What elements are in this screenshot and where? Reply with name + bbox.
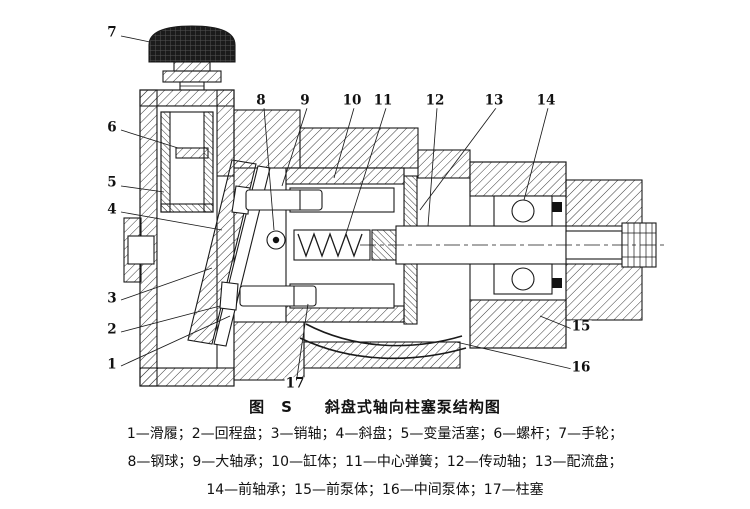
legend-line-2: 8—钢球；9—大轴承；10—缸体；11—中心弹簧；12—传动轴；13—配流盘；: [127, 454, 623, 470]
legend-line-3: 14—前轴承；15—前泵体；16—中间泵体；17—柱塞: [206, 482, 544, 498]
left-flange: [123, 217, 155, 283]
callout-4: 4: [106, 201, 118, 218]
callout-3: 3: [106, 290, 118, 307]
flow-channel: [299, 323, 467, 360]
callout-11: 11: [372, 92, 394, 109]
figure-legend: 1—滑履；2—回程盘；3—销轴；4—斜盘；5—变量活塞；6—螺杆；7—手轮； 8…: [0, 420, 750, 504]
callout-8: 8: [255, 92, 267, 109]
callout-7: 7: [106, 24, 118, 41]
pistons: [219, 185, 323, 311]
variable-piston: [160, 111, 214, 213]
central-spring: [297, 232, 363, 258]
callout-16: 16: [570, 359, 592, 376]
figure-caption: 图 S 斜盘式轴向柱塞泵结构图: [249, 398, 501, 416]
callout-17: 17: [284, 375, 306, 392]
handwheel: [148, 25, 236, 83]
callout-1: 1: [106, 356, 118, 373]
callout-10: 10: [341, 92, 363, 109]
leader-lines: [120, 35, 573, 378]
legend-line-1: 1—滑履；2—回程盘；3—销轴；4—斜盘；5—变量活塞；6—螺杆；7—手轮；: [126, 426, 624, 442]
callout-6: 6: [106, 119, 118, 136]
callout-9: 9: [299, 92, 311, 109]
callout-2: 2: [106, 321, 118, 338]
callout-14: 14: [535, 92, 557, 109]
drive-shaft: [360, 222, 668, 268]
callout-12: 12: [424, 92, 446, 109]
callout-15: 15: [570, 318, 592, 335]
front-bearing: [493, 195, 562, 295]
callout-13: 13: [483, 92, 505, 109]
steel-ball: [266, 230, 286, 250]
callout-5: 5: [106, 174, 118, 191]
